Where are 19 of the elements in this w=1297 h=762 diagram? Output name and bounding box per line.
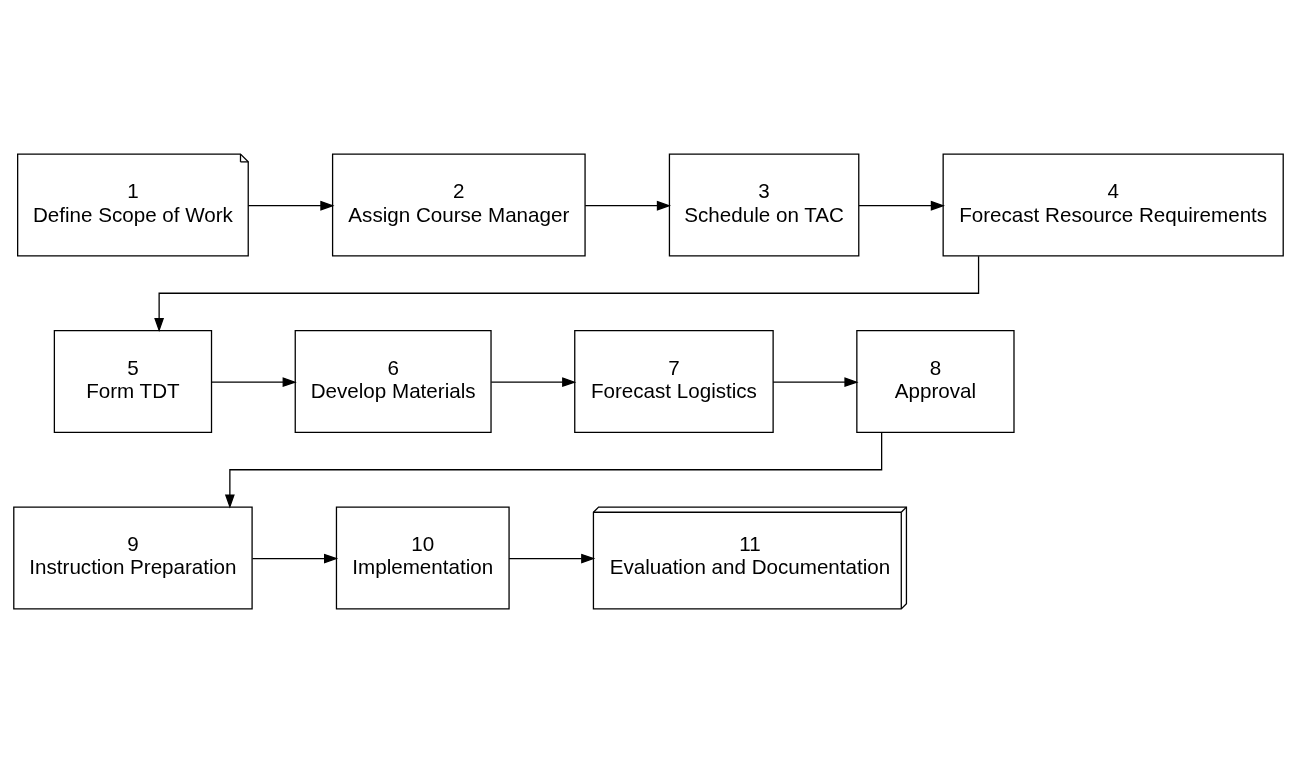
node-box: 9 Instruction Preparation bbox=[13, 505, 253, 609]
node-box: 3 Schedule on TAC bbox=[668, 153, 860, 257]
arrow bbox=[224, 431, 883, 509]
node-box: 2 Assign Course Manager bbox=[331, 153, 586, 257]
node-box: 7 Forecast Logistics bbox=[574, 329, 774, 433]
arrow bbox=[211, 376, 297, 387]
arrow bbox=[251, 553, 339, 564]
node-box: 10 Implementation bbox=[335, 505, 510, 609]
node-box: 4 Forecast Resource Requirements bbox=[942, 153, 1284, 257]
node-box: 5 Form TDT bbox=[53, 329, 213, 433]
arrow bbox=[247, 200, 335, 211]
arrow bbox=[154, 255, 980, 332]
arrow bbox=[858, 200, 945, 211]
arrow bbox=[584, 200, 672, 211]
arrow bbox=[772, 376, 859, 387]
arrow bbox=[508, 553, 596, 564]
node-box: 6 Develop Materials bbox=[294, 329, 492, 433]
node-box: 8 Approval bbox=[856, 329, 1015, 433]
arrow bbox=[490, 376, 577, 387]
